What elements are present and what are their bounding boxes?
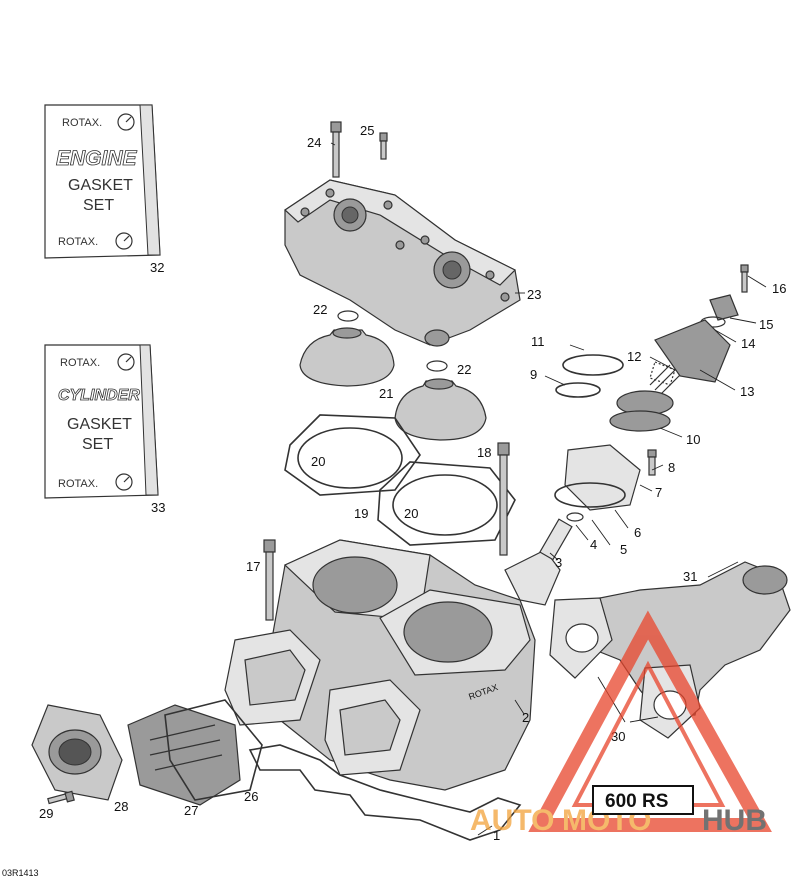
model-badge: 600 RS xyxy=(592,785,694,815)
callout-27: 27 xyxy=(184,803,198,818)
callout-11: 11 xyxy=(531,334,545,349)
callout-5: 5 xyxy=(620,542,627,557)
callout-1: 1 xyxy=(493,828,500,843)
model-badge-text: 600 RS xyxy=(605,791,668,812)
cylinder-stud-long xyxy=(497,442,510,556)
base-gasket xyxy=(248,744,522,841)
rave-valve-assembly xyxy=(504,264,749,606)
engine-bag-line1: GASKET xyxy=(68,177,133,194)
callout-33: 33 xyxy=(151,500,165,515)
callout-8: 8 xyxy=(668,460,675,475)
callout-21: 21 xyxy=(379,386,393,401)
cylinder-bag-brand-top: ROTAX. xyxy=(60,357,100,369)
cylinder-bag-line1: GASKET xyxy=(67,416,132,433)
callout-9: 9 xyxy=(530,367,537,382)
callout-23: 23 xyxy=(527,287,541,302)
engine-bag-brand-bottom: ROTAX. xyxy=(58,236,98,248)
callout-28: 28 xyxy=(114,799,128,814)
intake-adapter xyxy=(31,704,123,801)
callout-22a: 22 xyxy=(313,302,327,317)
engine-gasket-set-bag: ROTAX. ENGINE GASKET SET ROTAX. xyxy=(44,104,161,259)
callout-3: 3 xyxy=(555,555,562,570)
intake-screw xyxy=(47,790,75,805)
callout-20a: 20 xyxy=(311,454,325,469)
callout-31: 31 xyxy=(683,569,697,584)
combustion-chamber-dome-left xyxy=(299,310,395,387)
callout-18: 18 xyxy=(477,445,491,460)
cylinder-head xyxy=(284,179,521,347)
callout-29: 29 xyxy=(39,806,53,821)
cylinder-gasket-set-bag: ROTAX. CYLINDER GASKET SET ROTAX. xyxy=(44,344,159,499)
combustion-chamber-dome-right xyxy=(394,360,487,441)
head-bolt xyxy=(330,121,342,178)
watermark-text-auto: AUTO xyxy=(470,804,554,837)
cylinder-stud-short xyxy=(263,539,276,621)
callout-17: 17 xyxy=(246,559,260,574)
callout-26: 26 xyxy=(244,789,258,804)
callout-15: 15 xyxy=(759,317,773,332)
watermark-text-hub: HUB xyxy=(702,804,767,837)
head-gasket-orings xyxy=(284,414,516,546)
callout-20b: 20 xyxy=(404,506,418,521)
callout-4: 4 xyxy=(590,537,597,552)
cylinder-bag-brand-bottom: ROTAX. xyxy=(58,478,98,490)
callout-labels: 1 2 3 4 5 6 7 8 9 10 11 12 13 14 15 16 1… xyxy=(39,123,786,843)
callout-14: 14 xyxy=(741,336,755,351)
engine-bag-title: ENGINE xyxy=(56,147,138,170)
reed-valve-block-right xyxy=(324,679,421,776)
callout-2: 2 xyxy=(522,710,529,725)
callout-7: 7 xyxy=(655,485,662,500)
callout-22b: 22 xyxy=(457,362,471,377)
callout-6: 6 xyxy=(634,525,641,540)
reed-valve-block-left xyxy=(224,629,321,726)
callout-32: 32 xyxy=(150,260,164,275)
engine-bag-line2: SET xyxy=(83,197,114,214)
watermark-triangle xyxy=(528,610,772,832)
callout-16: 16 xyxy=(772,281,786,296)
engine-bag-brand-top: ROTAX. xyxy=(62,117,102,129)
callout-25: 25 xyxy=(360,123,374,138)
callout-19: 19 xyxy=(354,506,368,521)
stud xyxy=(379,132,388,160)
callout-13: 13 xyxy=(740,384,754,399)
callout-10: 10 xyxy=(686,432,700,447)
callout-12: 12 xyxy=(627,349,641,364)
cylinder-bag-line2: SET xyxy=(82,436,113,453)
callout-24: 24 xyxy=(307,135,321,150)
reed-valve-cage xyxy=(127,699,263,806)
cylinder-bag-title: CYLINDER xyxy=(58,387,140,404)
reference-code: 03R1413 xyxy=(2,868,39,878)
